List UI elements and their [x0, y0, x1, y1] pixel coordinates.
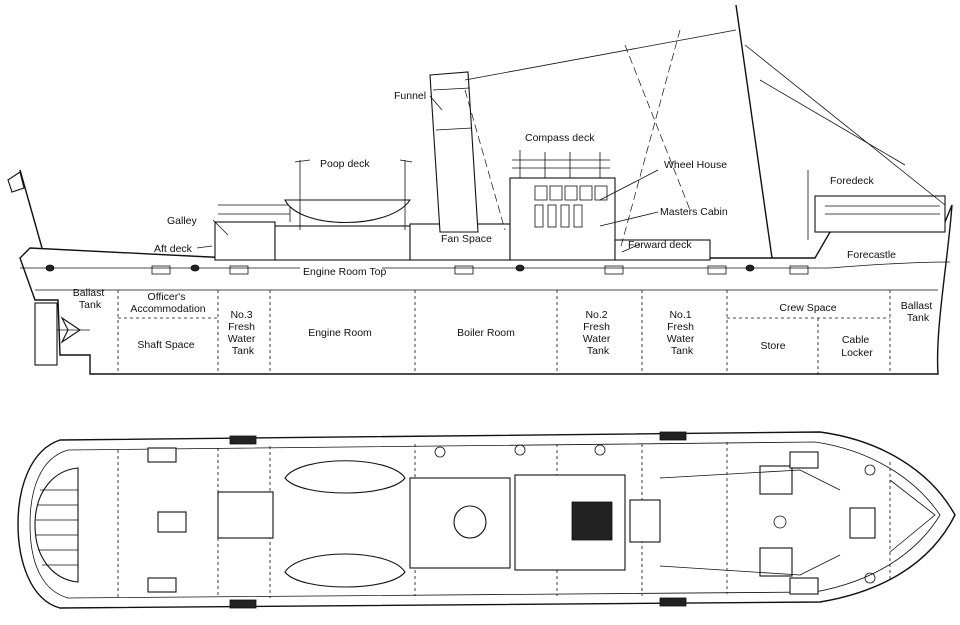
label-no2-fresh-water-tank: No.2 Fresh Water Tank: [583, 309, 614, 357]
main-mast: [735, 4, 773, 259]
plan-windlass: [849, 507, 876, 539]
label-officers-accommodation: Officer's Accommodation: [130, 291, 205, 315]
label-masters-cabin: Masters Cabin: [660, 206, 728, 218]
side-elevation: Funnel Poop deck Compass deck Wheel Hous…: [7, 4, 953, 375]
bulkheads: [117, 290, 891, 374]
label-aft-deck: Aft deck: [154, 243, 193, 255]
galley-house: [214, 221, 276, 261]
engine-room-casing: [274, 225, 411, 261]
plan-lifeboat-port: [284, 460, 406, 494]
rudder: [34, 302, 58, 366]
label-funnel: Funnel: [394, 90, 426, 102]
plan-galley: [217, 491, 274, 539]
lifeboat: [284, 199, 412, 223]
leader-lines: [196, 95, 659, 253]
wheelhouse-windows: [534, 185, 608, 228]
funnel: [429, 71, 479, 233]
label-no1-fresh-water-tank: No.1 Fresh Water Tank: [667, 309, 698, 357]
label-poop-deck: Poop deck: [320, 158, 370, 170]
label-engine-room: Engine Room: [308, 327, 372, 339]
stern-grating: [34, 467, 79, 583]
forecastle-rail: [825, 205, 940, 215]
plan-deck-pipes: [659, 469, 841, 576]
label-galley: Galley: [167, 215, 198, 227]
label-no3-fresh-water-tank: No.3 Fresh Water Tank: [228, 309, 259, 357]
lifeboat-davits: [294, 159, 413, 230]
label-boiler-room: Boiler Room: [457, 327, 515, 339]
flagstaff: [19, 169, 43, 249]
galley-rail: [218, 204, 291, 222]
label-shaft-space: Shaft Space: [137, 339, 194, 351]
sail-outline: [464, 29, 691, 251]
deck-plan: [17, 431, 956, 609]
forward-deck-house: [614, 239, 711, 261]
plan-hatch: [629, 499, 661, 543]
label-wheel-house: Wheel House: [664, 159, 727, 171]
label-ballast-tank-fwd: Ballast Tank: [901, 300, 935, 324]
ensign-flag: [7, 171, 25, 193]
label-forecastle: Forecastle: [847, 249, 896, 261]
sheer-line: [20, 261, 951, 269]
plan-grating: [571, 501, 613, 541]
compass-deck-rail: [512, 150, 610, 178]
plan-funnel: [453, 505, 487, 539]
label-crew-space: Crew Space: [779, 302, 836, 314]
wheel-house: [509, 177, 616, 261]
portholes: [45, 264, 809, 275]
plan-bulkheads: [117, 442, 891, 598]
plan-bulwark: [29, 441, 941, 599]
label-ballast-tank-aft: Ballast Tank: [73, 287, 107, 311]
label-foredeck: Foredeck: [830, 175, 875, 187]
label-store: Store: [760, 340, 785, 352]
plan-deck-openings: [229, 431, 876, 609]
label-engine-room-top: Engine Room Top: [303, 266, 386, 278]
plan-lifeboat-starboard: [284, 553, 406, 588]
label-cable-locker: Cable Locker: [841, 334, 873, 359]
plan-hull-outline: [17, 431, 956, 609]
plan-bow-bulwark: [889, 479, 936, 553]
label-forward-deck: Forward deck: [628, 239, 692, 251]
label-fan-space: Fan Space: [441, 233, 492, 245]
label-compass-deck: Compass deck: [525, 132, 595, 144]
plan-bollards: [147, 447, 819, 595]
